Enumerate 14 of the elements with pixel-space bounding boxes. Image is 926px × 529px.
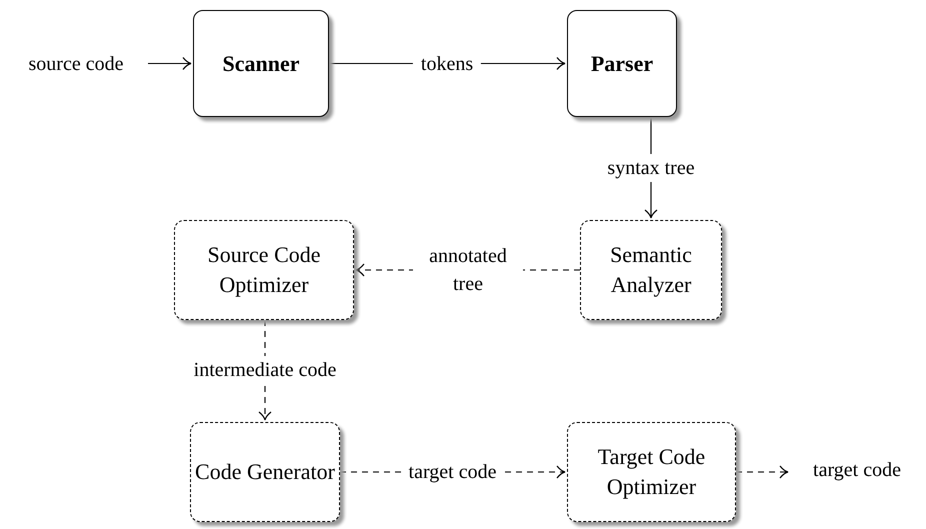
process-box [567, 10, 677, 117]
process-box [174, 220, 354, 320]
box-title: Parser [590, 50, 654, 78]
box-title: Scanner [222, 50, 300, 78]
process-box [193, 10, 329, 117]
box-title: Target Code Optimizer [596, 443, 706, 501]
process-box [580, 220, 722, 320]
io-label: source code [4, 50, 148, 78]
process-box [190, 422, 340, 522]
io-label: target code [790, 456, 924, 484]
box-title: Code Generator [195, 458, 335, 486]
box-title: Semantic Analyzer [609, 241, 693, 299]
box-title: Source Code Optimizer [206, 241, 322, 299]
process-box [567, 422, 736, 522]
